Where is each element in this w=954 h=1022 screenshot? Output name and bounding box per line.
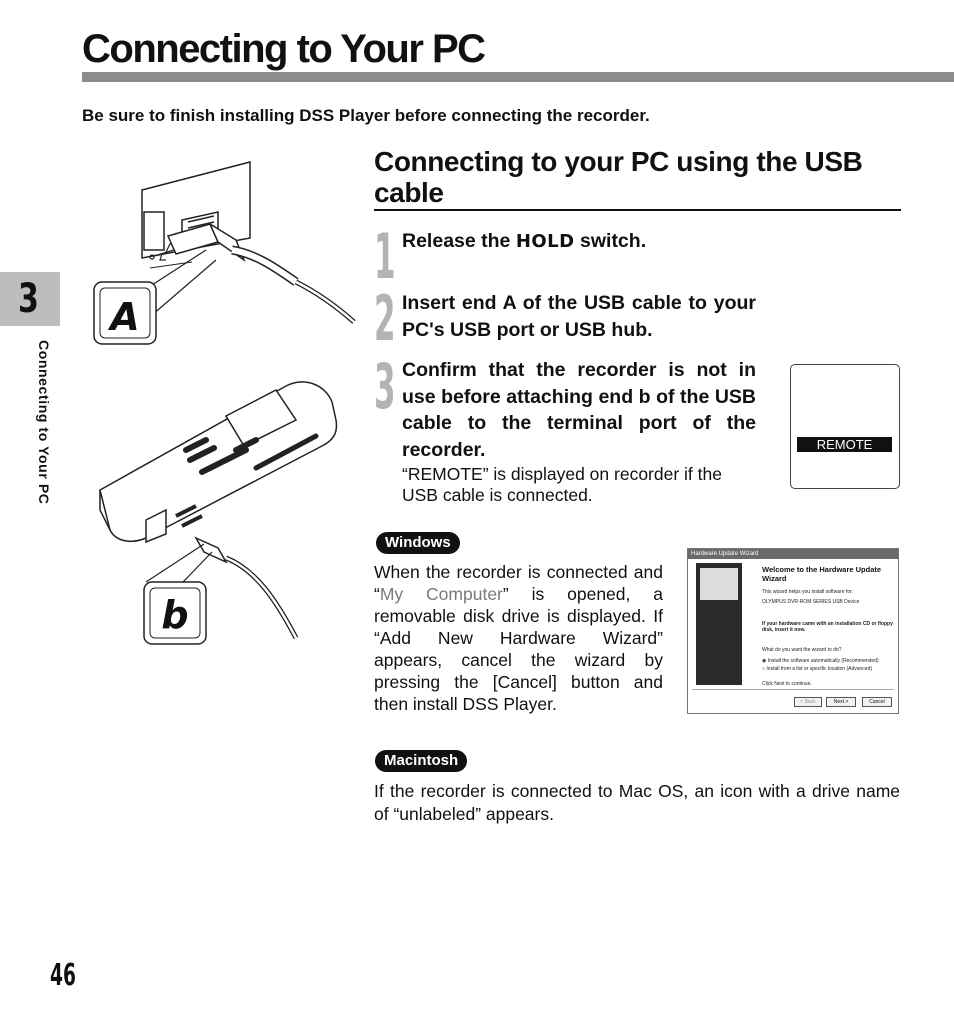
usb-connection-illustration: A b: [93, 161, 356, 645]
wizard-device: OLYMPUS DVR-ROM SERIES USB Device: [762, 599, 860, 605]
pointer-line-a: [151, 249, 217, 316]
my-computer-link: My Computer: [379, 584, 503, 604]
usb-plug-a-icon: [166, 222, 356, 324]
label-a-text: A: [107, 295, 139, 339]
wizard-titlebar: Hardware Update Wizard: [688, 549, 898, 559]
step-1-number: 1: [374, 220, 396, 293]
wizard-heading: Welcome to the Hardware Update Wizard: [762, 565, 882, 583]
windows-text: When the recorder is connected and “My C…: [374, 561, 663, 715]
label-b-text: b: [161, 593, 188, 637]
recorder-device-icon: [99, 381, 338, 544]
page-title: Connecting to Your PC: [82, 27, 486, 71]
wizard-option-1-label: Install the software automatically (Reco…: [767, 658, 879, 664]
wizard-option-1: ◉ Install the software automatically (Re…: [762, 658, 879, 664]
step-3-note: “REMOTE” is displayed on recorder if the…: [402, 464, 722, 505]
section-rule: [374, 209, 901, 211]
wizard-option-2: ○ Install from a list or specific locati…: [762, 666, 873, 672]
hardware-wizard-screenshot: Hardware Update Wizard Welcome to the Ha…: [687, 548, 899, 714]
wizard-continue: Click Next to continue.: [762, 681, 812, 687]
remote-indicator: REMOTE: [797, 437, 892, 452]
title-rule: [82, 72, 954, 82]
step-1-pre: Release the: [402, 230, 516, 252]
wizard-next-button: Next >: [826, 697, 856, 707]
hold-switch-label: HOLD: [515, 231, 575, 252]
label-b-badge: b: [143, 581, 207, 645]
chapter-number: 3: [18, 276, 39, 322]
wizard-back-button: < Back: [794, 697, 822, 707]
wizard-side-graphic: [696, 563, 742, 685]
chapter-side-label: Connecting to Your PC: [36, 340, 52, 505]
step-1-post: switch.: [574, 230, 647, 252]
wizard-hardware-icon: [700, 568, 738, 600]
wizard-cd-note: If your hardware came with an installati…: [762, 621, 893, 633]
step-2-number: 2: [374, 282, 396, 355]
step-2-text: Insert end A of the USB cable to your PC…: [402, 292, 756, 341]
intro-text: Be sure to finish installing DSS Player …: [82, 106, 650, 125]
chapter-tab: [0, 272, 60, 326]
windows-badge: Windows: [376, 532, 460, 554]
step-3-number: 3: [374, 350, 396, 423]
wizard-cancel-button: Cancel: [862, 697, 892, 707]
windows-text-after: ” is opened, a removable disk drive is d…: [374, 584, 664, 714]
wizard-question: What do you want the wizard to do?: [762, 647, 842, 653]
recorder-display-figure: [790, 364, 900, 489]
macintosh-badge: Macintosh: [375, 750, 468, 772]
step-1-text: Release the HOLD switch.: [402, 228, 762, 256]
page-number: 46: [50, 958, 76, 993]
windows-text-before: When the recorder is connected and “: [374, 562, 663, 604]
label-a-badge: A: [93, 281, 157, 345]
section-title: Connecting to your PC using the USB cabl…: [374, 146, 863, 208]
step-3-text: Confirm that the recorder is not in use …: [402, 359, 756, 461]
pc-port-icon: [141, 161, 251, 269]
wizard-option-2-label: Install from a list or specific location…: [766, 666, 873, 672]
macintosh-text: If the recorder is connected to Mac OS, …: [374, 781, 900, 824]
wizard-line-1: This wizard helps you install software f…: [762, 589, 854, 595]
wizard-divider: [692, 689, 894, 690]
